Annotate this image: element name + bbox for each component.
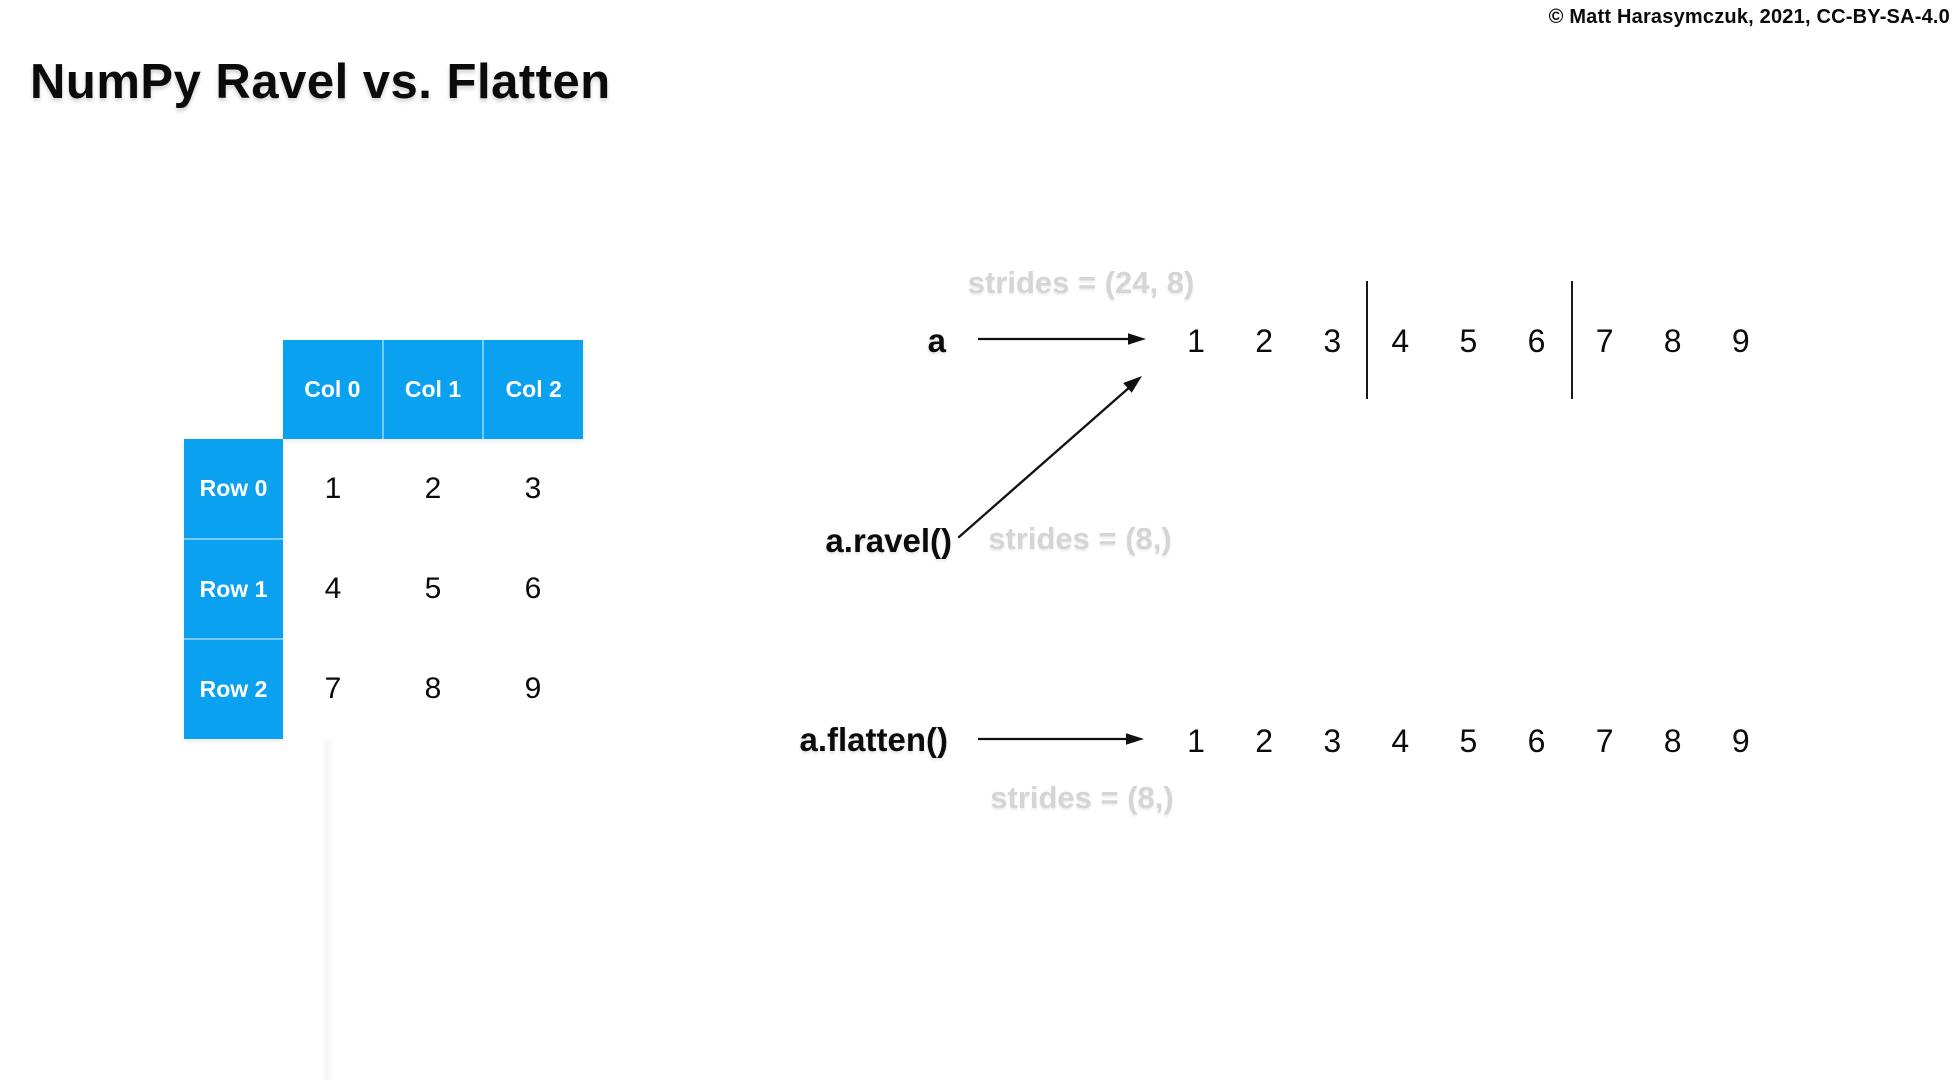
flatten-digit-4: 5	[1459, 722, 1478, 759]
flatten-digit-5: 6	[1527, 722, 1546, 759]
a-digit-7: 8	[1663, 322, 1682, 359]
a-digit-5: 6	[1527, 322, 1546, 359]
ravel-arrow	[957, 376, 1142, 539]
matrix-row-header-1: Row 1	[184, 537, 283, 639]
page-title: NumPy Ravel vs. Flatten	[30, 55, 611, 109]
matrix-row-header-2: Row 2	[184, 638, 283, 739]
flatten-arrow	[978, 733, 1144, 745]
matrix-cell-r1c2: 6	[524, 572, 542, 605]
a-digit-4: 5	[1459, 322, 1478, 359]
flatten-digit-2: 3	[1323, 722, 1342, 759]
matrix-col-header-1: Col 1	[381, 340, 483, 439]
flatten-digit-1: 2	[1255, 722, 1274, 759]
a-digit-8: 9	[1731, 322, 1750, 359]
flatten-digit-8: 9	[1731, 722, 1750, 759]
ravel-label: a.ravel()	[825, 522, 952, 559]
matrix-cell-r0c2: 3	[524, 472, 542, 505]
a-label: a	[927, 322, 946, 359]
matrix-cell-r1c1: 5	[424, 572, 442, 605]
flatten-digit-7: 8	[1663, 722, 1682, 759]
a-values-row: 1 2 3 4 5 6 7 8 9	[1162, 316, 1775, 366]
matrix-cell-r0c1: 2	[424, 472, 442, 505]
a-arrow	[978, 333, 1146, 345]
a-digit-2: 3	[1323, 322, 1342, 359]
strides-ravel-annotation: strides = (8,)	[988, 521, 1172, 556]
matrix-cell-r2c2: 9	[524, 672, 542, 705]
memory-divider-2	[1570, 281, 1573, 399]
copyright-text: © Matt Harasymczuk, 2021, CC-BY-SA-4.0	[1548, 6, 1950, 28]
memory-divider-1	[1366, 281, 1369, 399]
flatten-values-row: 1 2 3 4 5 6 7 8 9	[1162, 716, 1775, 766]
matrix-col-header-0: Col 0	[304, 376, 361, 402]
a-digit-1: 2	[1255, 322, 1274, 359]
matrix-cell-r2c0: 7	[324, 672, 342, 705]
strides-a-annotation: strides = (24, 8)	[967, 265, 1195, 300]
a-digit-6: 7	[1595, 322, 1614, 359]
matrix-col-header-2: Col 2	[482, 340, 583, 439]
flatten-digit-0: 1	[1187, 722, 1205, 759]
flatten-label: a.flatten()	[799, 721, 949, 758]
matrix-cell-r0c0: 1	[324, 472, 342, 505]
a-digit-0: 1	[1187, 322, 1205, 359]
matrix-cells: 1 2 3 4 5 6 7 8 9	[283, 439, 583, 739]
guide-line	[320, 739, 335, 1080]
matrix-cell-r2c1: 8	[424, 672, 442, 705]
matrix-cell-r1c0: 4	[324, 572, 342, 605]
flatten-digit-6: 7	[1595, 722, 1614, 759]
matrix-row-header-0: Row 0	[199, 474, 268, 501]
a-digit-3: 4	[1391, 322, 1410, 359]
flatten-digit-3: 4	[1391, 722, 1410, 759]
strides-flatten-annotation: strides = (8,)	[990, 780, 1174, 815]
